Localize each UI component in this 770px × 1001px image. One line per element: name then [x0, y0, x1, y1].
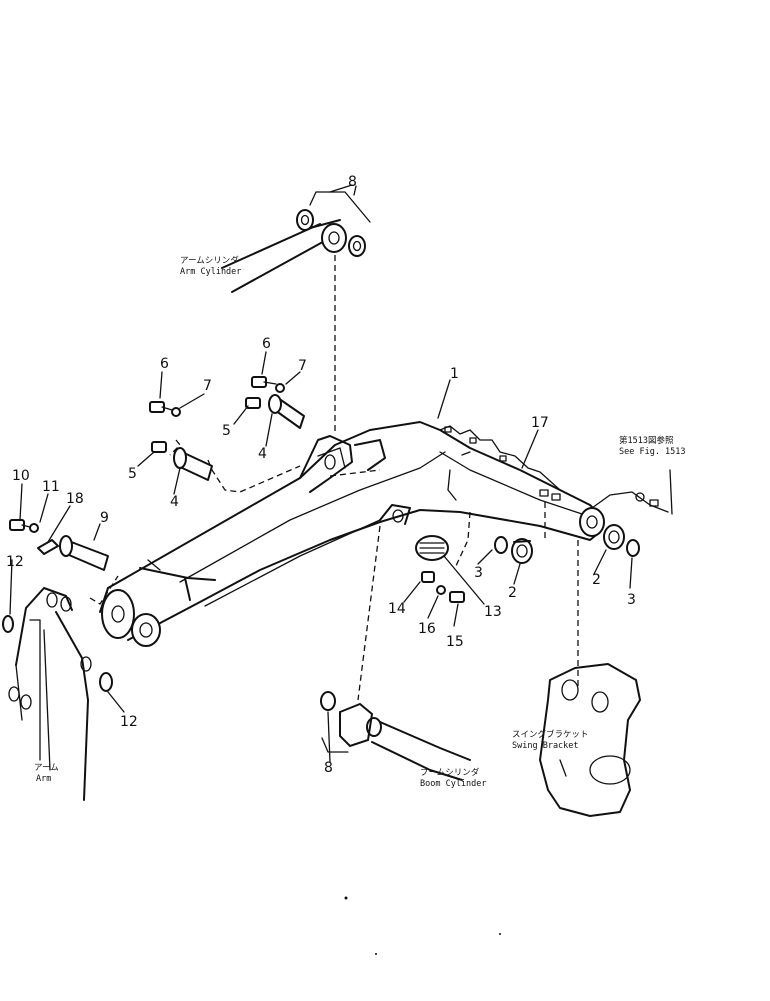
plate-18: [37, 539, 59, 555]
callout-16: 16: [418, 621, 436, 637]
cap-13: [415, 535, 449, 561]
callout-3-right: 3: [627, 592, 636, 608]
washer-8-top-right: [348, 235, 366, 257]
bushing-2-right: [603, 524, 625, 550]
washer-7-upper: [275, 383, 285, 393]
bolt-10: [9, 519, 31, 531]
callout-5-lower: 5: [128, 466, 137, 482]
callout-15: 15: [446, 634, 464, 650]
washer-3-left: [494, 536, 508, 554]
speck: [499, 933, 501, 935]
swing-bracket: [539, 663, 641, 817]
bolt-6-upper: [251, 376, 277, 388]
arm-part: [8, 587, 92, 801]
fitting-14: [421, 571, 435, 583]
pin-4-lower: [173, 447, 213, 481]
callout-17: 17: [531, 415, 549, 431]
callout-13: 13: [484, 604, 502, 620]
washer-11: [29, 523, 39, 533]
foot-pin-9: [59, 535, 109, 571]
washer-8-bottom-left: [320, 691, 336, 711]
leader-lines: [9, 185, 633, 763]
captions: アームシリンダ Arm Cylinder 第1513図参照 See Fig. 1…: [34, 255, 686, 789]
callout-2-left: 2: [508, 585, 517, 601]
boom-cylinder-label-en: Boom Cylinder: [420, 779, 487, 789]
callout-8-bottom: 8: [324, 760, 333, 776]
arm-label-jp: アーム: [34, 763, 59, 773]
washer-12-left: [2, 615, 14, 633]
speck: [344, 896, 348, 900]
see-fig-label-en: See Fig. 1513: [619, 447, 686, 457]
callout-6-right: 6: [262, 336, 271, 352]
arm-cylinder-label-jp: アームシリンダ: [180, 255, 239, 266]
washer-8-bottom-right: [366, 717, 382, 737]
arm-cylinder: [221, 219, 347, 293]
callout-12-left: 12: [6, 554, 24, 570]
callout-7-right: 7: [298, 358, 307, 374]
swing-bracket-label-en: Swing Bracket: [512, 741, 579, 751]
callout-1: 1: [450, 366, 459, 382]
callout-11: 11: [42, 479, 60, 495]
arm-cylinder-label-en: Arm Cylinder: [180, 267, 241, 277]
washer-8-top-left: [296, 209, 314, 231]
bushing-2-left: [511, 538, 533, 564]
callout-10: 10: [12, 468, 30, 484]
arm-label-en: Arm: [36, 774, 51, 784]
bolt-6-lower: [149, 401, 173, 413]
callout-18: 18: [66, 491, 84, 507]
pin-4-upper: [268, 394, 305, 429]
washer-3-right: [626, 539, 640, 557]
swing-bracket-label-jp: スイングブラケット: [512, 729, 589, 740]
see-fig-label-jp: 第1513図参照: [619, 435, 674, 446]
callout-2-right: 2: [592, 572, 601, 588]
boom-cylinder: [339, 702, 471, 781]
washer-16: [436, 585, 446, 595]
boom-cylinder-label-jp: ブームシリンダ: [420, 767, 480, 778]
callout-4-lower: 4: [170, 494, 179, 510]
bolt-5-lower: [151, 441, 167, 453]
callout-7-left: 7: [203, 378, 212, 394]
speck: [375, 953, 377, 955]
callout-6-left: 6: [160, 356, 169, 372]
callout-12-right: 12: [120, 714, 138, 730]
callout-4-upper: 4: [258, 446, 267, 462]
bolt-5-upper: [245, 397, 261, 409]
callout-9: 9: [100, 510, 109, 526]
callout-5-upper: 5: [222, 423, 231, 439]
callout-14: 14: [388, 601, 406, 617]
bolt-15: [449, 591, 465, 603]
callout-3-left: 3: [474, 565, 483, 581]
callout-numbers: 1 17 8 6 6 7 7 5 5 4 4 10 11 18 9 12 12 …: [6, 174, 636, 776]
washer-7-lower: [171, 407, 181, 417]
washer-12-right: [99, 672, 113, 692]
callout-8-top: 8: [348, 174, 357, 190]
